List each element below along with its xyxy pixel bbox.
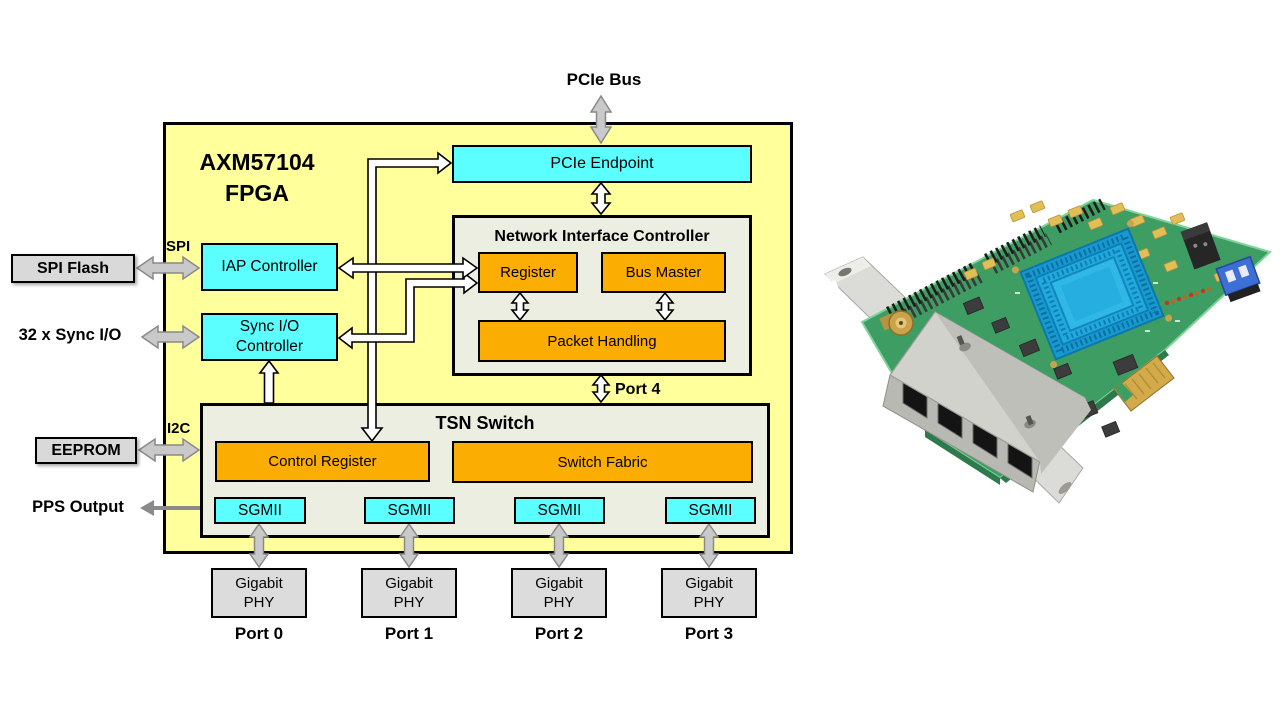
sync-io-external-label: 32 x Sync I/O bbox=[18, 326, 122, 344]
block-control-register: Control Register bbox=[215, 441, 430, 482]
block-sgmii-2: SGMII bbox=[514, 497, 605, 524]
fpga-heatsink bbox=[1011, 219, 1173, 369]
block-eeprom: EEPROM bbox=[35, 437, 137, 464]
eeprom-label: EEPROM bbox=[51, 441, 121, 459]
block-spi-flash: SPI Flash bbox=[11, 254, 135, 283]
i2c-bus-label: I2C bbox=[167, 420, 191, 437]
sma-connector bbox=[879, 310, 914, 336]
block-sync-io-controller: Sync I/O Controller bbox=[201, 313, 338, 361]
block-pcie-endpoint: PCIe Endpoint bbox=[452, 145, 752, 183]
switch-fabric-label: Switch Fabric bbox=[557, 453, 648, 471]
fpga-title-line2: FPGA bbox=[225, 180, 289, 206]
led-row bbox=[1164, 286, 1212, 306]
pcie-edge-connector bbox=[1113, 355, 1175, 412]
block-packet-handling: Packet Handling bbox=[478, 320, 726, 362]
control-register-label: Control Register bbox=[268, 453, 377, 470]
pcie-bus-label: PCIe Bus bbox=[566, 70, 642, 89]
block-switch-fabric: Switch Fabric bbox=[452, 441, 753, 483]
nic-title: Network Interface Controller bbox=[494, 228, 710, 245]
block-sgmii-0: SGMII bbox=[214, 497, 306, 524]
spi-flash-label: SPI Flash bbox=[36, 259, 110, 277]
packet-handling-label: Packet Handling bbox=[547, 332, 657, 350]
sgmii-label: SGMII bbox=[238, 501, 282, 519]
bus-master-label: Bus Master bbox=[625, 264, 702, 281]
port-label-2: Port 2 bbox=[534, 624, 584, 643]
register-label: Register bbox=[500, 264, 556, 281]
pin-headers bbox=[885, 198, 1106, 327]
sync-io-line1: Sync I/O bbox=[239, 317, 300, 335]
port-label-1: Port 1 bbox=[384, 624, 434, 643]
port-label-3: Port 3 bbox=[684, 624, 734, 643]
pcie-endpoint-label: PCIe Endpoint bbox=[550, 155, 654, 172]
rj45-cage bbox=[882, 311, 1091, 493]
sync-io-controller-label: Sync I/O Controller bbox=[236, 317, 303, 357]
spi-bus-label: SPI bbox=[166, 238, 191, 255]
block-bus-master: Bus Master bbox=[601, 252, 726, 293]
port4-label: Port 4 bbox=[615, 381, 661, 398]
sgmii-label: SGMII bbox=[688, 501, 733, 519]
fpga-title-line1: AXM57104 bbox=[199, 149, 315, 175]
power-connector bbox=[1180, 222, 1221, 270]
board-photo bbox=[817, 198, 1272, 504]
port-label-0: Port 0 bbox=[234, 624, 284, 643]
sgmii-label: SGMII bbox=[387, 501, 432, 519]
pps-output-label: PPS Output bbox=[32, 498, 124, 516]
block-iap-controller: IAP Controller bbox=[201, 243, 338, 291]
block-sgmii-1: SGMII bbox=[364, 497, 455, 524]
tsn-title: TSN Switch bbox=[435, 413, 535, 433]
dip-switch bbox=[1215, 255, 1261, 303]
iap-controller-label: IAP Controller bbox=[221, 258, 318, 275]
sgmii-label: SGMII bbox=[537, 501, 582, 519]
block-sgmii-3: SGMII bbox=[665, 497, 756, 524]
block-register: Register bbox=[478, 252, 578, 293]
fpga-title: AXM57104 FPGA bbox=[168, 147, 346, 209]
sync-io-line2: Controller bbox=[235, 338, 304, 355]
